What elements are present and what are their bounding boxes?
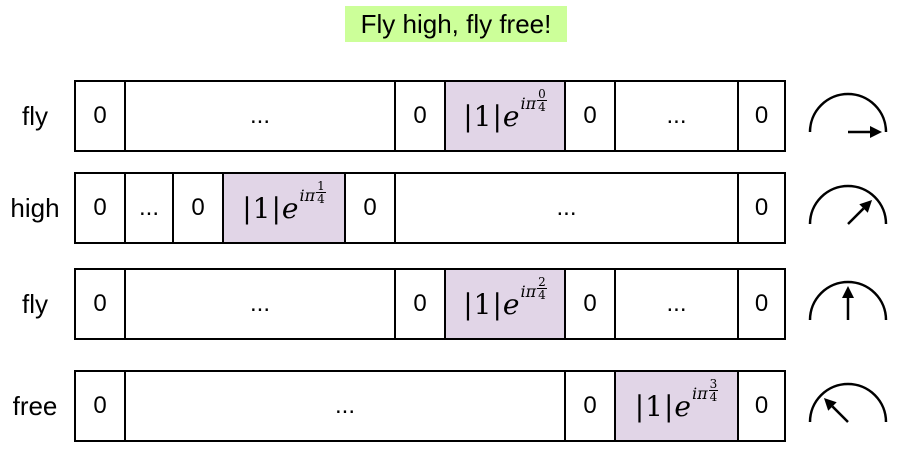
amplitude-magnitude: |1|: [463, 99, 503, 133]
amplitude-base: e: [674, 389, 691, 423]
phase-arrow: [847, 207, 865, 225]
amplitude-magnitude: |1|: [634, 389, 675, 423]
phase-numerator: 2: [537, 274, 547, 289]
zero-cell: 0: [76, 82, 126, 150]
zero-cell: 0: [754, 290, 769, 317]
zero-cell: 0: [76, 372, 126, 440]
phase-denominator: 4: [709, 389, 718, 404]
amplitude-base: e: [281, 191, 299, 225]
phase-arrow-head: [870, 126, 882, 138]
ellipsis-cell: ...: [616, 82, 739, 150]
phase-numerator: 3: [708, 376, 719, 391]
ellipsis-cell: ...: [126, 174, 174, 242]
ellipsis-cell: ...: [126, 82, 396, 150]
row-word-high: high: [10, 193, 60, 223]
amplitude-exponent: iπ: [520, 93, 537, 113]
dial-arc: [808, 92, 888, 133]
amplitude-magnitude: |1|: [242, 191, 282, 225]
phase-denominator: 4: [317, 191, 325, 206]
phase-arrow: [831, 405, 849, 423]
amplitude-exponent: iπ: [691, 383, 708, 403]
amplitude-base: e: [502, 99, 520, 133]
phase-denominator: 4: [538, 99, 546, 114]
row-word-fly-2: fly: [22, 289, 48, 319]
zero-cell: 0: [566, 82, 616, 150]
zero-cell: 0: [396, 270, 446, 338]
zero-cell: 0: [754, 392, 769, 419]
phase-arrow-head: [859, 199, 873, 213]
amplitude-magnitude: |1|: [463, 287, 503, 321]
amplitude-exponent: iπ: [299, 185, 316, 205]
phase-arrow-head: [823, 397, 837, 411]
phase-numerator: 0: [537, 86, 547, 101]
phase-dial-0: [808, 92, 888, 138]
amplitude-exponent: iπ: [520, 281, 537, 301]
ellipsis-cell: ...: [126, 270, 396, 338]
phase-dial-1: [808, 184, 888, 225]
diagram-title: Fly high, fly free!: [345, 6, 567, 42]
ellipsis-cell: ...: [616, 270, 739, 338]
phase-dial-3: [808, 382, 888, 423]
zero-cell: 0: [566, 270, 616, 338]
dial-arc: [808, 280, 888, 321]
phase-arrow-head: [842, 286, 854, 298]
zero-cell: 0: [754, 102, 769, 129]
dial-arc: [808, 382, 888, 423]
phase-dial-2: [808, 280, 888, 321]
zero-cell: 0: [174, 174, 224, 242]
row-word-free: free: [12, 391, 58, 421]
zero-cell: 0: [566, 372, 616, 440]
phase-numerator: 1: [316, 178, 326, 193]
zero-cell: 0: [346, 174, 396, 242]
ellipsis-cell: ...: [126, 372, 566, 440]
zero-cell: 0: [76, 174, 126, 242]
amplitude-base: e: [502, 287, 520, 321]
ellipsis-cell: ...: [396, 174, 739, 242]
zero-cell: 0: [76, 270, 126, 338]
zero-cell: 0: [754, 194, 769, 221]
zero-cell: 0: [396, 82, 446, 150]
phase-denominator: 4: [538, 287, 546, 302]
dial-arc: [808, 184, 888, 225]
row-word-fly-1: fly: [22, 101, 48, 131]
